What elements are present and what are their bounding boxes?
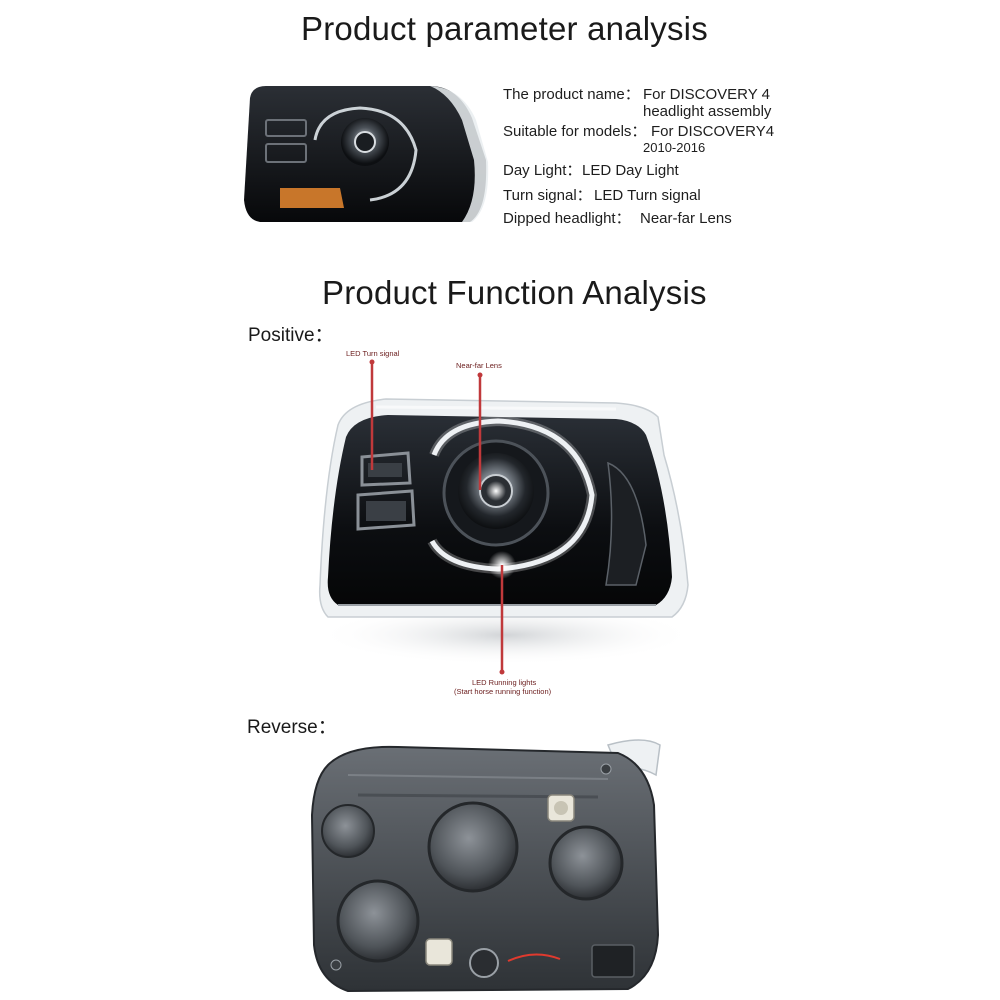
spec-turn-signal-label: Turn signal： xyxy=(503,187,592,204)
running-lights-leader-dot xyxy=(499,669,505,675)
spec-daylight-value: LED Day Light xyxy=(582,162,679,179)
spec-models-value: For DISCOVERY4 xyxy=(651,123,775,140)
callout-turn-signal: LED Turn signal xyxy=(346,349,400,358)
headlight-thumbnail-image xyxy=(244,86,489,222)
callout-running-lights: LED Running lights xyxy=(472,678,537,687)
section-title-function: Product Function Analysis xyxy=(322,274,707,311)
turn-signal-leader-dot xyxy=(369,359,375,365)
spec-product-name-value-line2: headlight assembly xyxy=(643,103,772,120)
spec-models-label: Suitable for models： xyxy=(503,123,647,140)
spec-dipped-label: Dipped headlight： xyxy=(503,210,631,227)
spec-product-name-value: For DISCOVERY 4 xyxy=(643,86,770,103)
headlight-front-image xyxy=(316,398,696,665)
section-title-parameters: Product parameter analysis xyxy=(301,10,708,47)
reverse-label: Reverse： xyxy=(247,717,337,738)
headlight-reverse-image xyxy=(310,739,661,993)
lens-leader-dot xyxy=(477,372,483,378)
spec-dipped-value: Near-far Lens xyxy=(640,210,732,227)
spec-daylight-label: Day Light： xyxy=(503,162,582,179)
positive-label: Positive： xyxy=(248,325,334,346)
callout-running-lights-note: (Start horse running function) xyxy=(454,687,552,696)
spec-turn-signal-value: LED Turn signal xyxy=(594,187,701,204)
spec-models-years: 2010-2016 xyxy=(643,140,706,155)
spec-product-name-label: The product name： xyxy=(503,86,640,103)
callout-lens: Near-far Lens xyxy=(456,361,502,370)
